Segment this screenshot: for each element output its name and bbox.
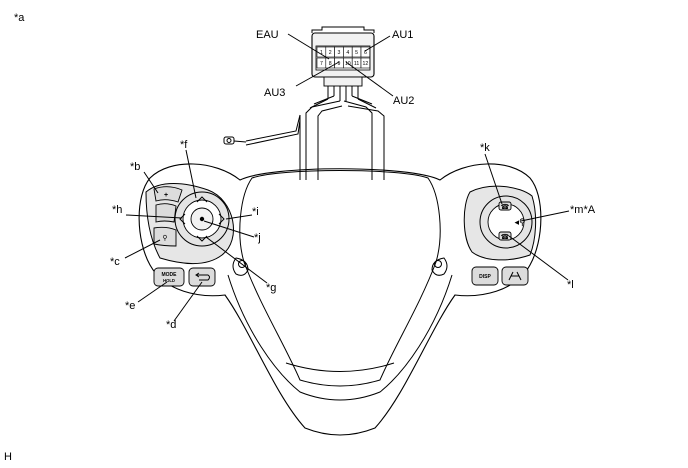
talk-icon: ◂⚲ xyxy=(514,217,525,227)
label-i: *i xyxy=(252,206,259,218)
wire-harness xyxy=(223,86,385,180)
terminal-au2-label: AU2 xyxy=(393,95,414,107)
bottom-pin-number: 8 xyxy=(329,61,332,67)
bottom-pin-cell xyxy=(360,57,371,69)
phone-hangup-icon: ☎ xyxy=(501,233,510,241)
steering-wheel-pad xyxy=(138,163,542,436)
label-g: *g xyxy=(266,282,276,294)
bottom-pin-number: 9 xyxy=(338,61,341,67)
terminal-eau-label: EAU xyxy=(256,29,279,41)
disp-label: DISP xyxy=(479,274,491,280)
mode-hold-button[interactable] xyxy=(153,267,185,287)
connector-callouts: EAU AU1 AU3 AU2 xyxy=(256,29,414,107)
phone-off-hook-button[interactable] xyxy=(498,231,512,241)
voice-button[interactable] xyxy=(153,226,177,247)
label-d: *d xyxy=(166,319,176,331)
label-l: *l xyxy=(567,279,574,291)
callout-lines xyxy=(124,149,570,322)
chevron-left-icon[interactable] xyxy=(179,213,186,225)
label-h: *h xyxy=(112,204,122,216)
terminal-au1-label: AU1 xyxy=(392,29,413,41)
volume-up-label: + xyxy=(164,192,168,199)
volume-down-button[interactable] xyxy=(155,203,177,223)
chevron-right-icon[interactable] xyxy=(218,213,225,225)
top-pin-number: 5 xyxy=(355,50,358,56)
bottom-pin-number: 10 xyxy=(345,61,351,67)
ground-terminal xyxy=(223,136,235,145)
hold-label: HOLD xyxy=(163,278,175,283)
bottom-pin-number: 7 xyxy=(320,61,323,67)
left-switch-assembly: + ⚲ MODE HOLD xyxy=(145,183,234,287)
voice-icon: ⚲ xyxy=(162,234,167,242)
label-e: *e xyxy=(125,300,135,312)
top-pin-number: 1 xyxy=(320,50,323,56)
phone-icon: ☎ xyxy=(501,203,510,211)
disp-button[interactable] xyxy=(471,266,499,286)
back-button[interactable] xyxy=(188,267,216,287)
right-switch-assembly: ☎ ☎ ◂⚲ DISP xyxy=(463,185,537,286)
lane-icon xyxy=(508,271,522,281)
label-j: *j xyxy=(254,232,261,244)
bottom-pin-number: 12 xyxy=(363,61,369,67)
chevron-down-icon[interactable] xyxy=(196,235,208,242)
label-f: *f xyxy=(180,139,188,151)
label-m-a: *m*A xyxy=(570,204,596,216)
volume-up-button[interactable] xyxy=(153,186,183,203)
chevron-up-icon[interactable] xyxy=(196,196,208,203)
label-c: *c xyxy=(110,256,120,268)
label-a: *a xyxy=(14,12,25,24)
callout-labels: *a *b *c *d *e *f *g *h *i *j *k *l *m*A… xyxy=(4,12,596,463)
top-pin-number: 2 xyxy=(329,50,332,56)
label-b: *b xyxy=(130,161,140,173)
terminal-au3-label: AU3 xyxy=(264,87,285,99)
enter-dot-icon xyxy=(199,216,205,222)
top-pin-number: 4 xyxy=(346,50,349,56)
top-pin-number: 3 xyxy=(338,50,341,56)
mode-label: MODE xyxy=(162,272,178,278)
top-pin-cell xyxy=(360,46,371,58)
top-pin-number: 6 xyxy=(364,50,367,56)
bottom-pin-number: 11 xyxy=(354,61,359,67)
label-k: *k xyxy=(480,142,490,154)
back-arrow-icon xyxy=(197,274,210,281)
label-corner: H xyxy=(4,451,12,463)
